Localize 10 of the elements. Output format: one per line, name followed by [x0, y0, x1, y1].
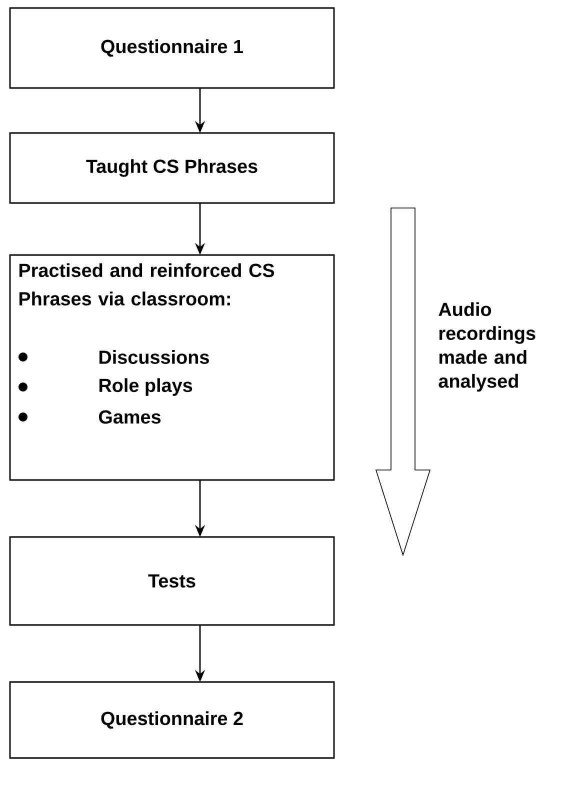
process-box: Tests — [9, 536, 335, 626]
process-box: Taught CS Phrases — [9, 132, 335, 204]
bullet-item: Discussions — [99, 350, 209, 364]
bullet-item: Role plays — [99, 378, 192, 396]
process-box — [9, 254, 335, 481]
side-note: Audio recordings made and analysed — [438, 302, 536, 392]
bullet-item: Games — [98, 410, 161, 424]
process-box: Questionnaire 1 — [9, 7, 335, 89]
process-box: Questionnaire 2 — [9, 681, 335, 759]
box-heading: Practised and reinforced CS Phrases via classroom: — [19, 263, 274, 306]
